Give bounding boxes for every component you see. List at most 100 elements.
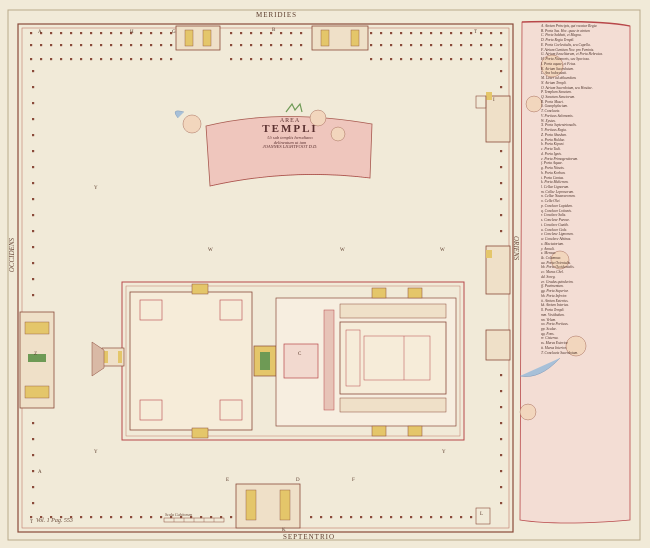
pillar xyxy=(450,516,453,519)
pillar xyxy=(200,516,203,519)
legend-item: b. Porta Kiponi. xyxy=(541,142,565,147)
pillar xyxy=(110,44,113,47)
pillar xyxy=(150,44,153,47)
legend-item: T. Conclavia. xyxy=(541,109,561,114)
pillar xyxy=(240,44,243,47)
pillar xyxy=(90,58,93,61)
legend-item: O. Atrium Sacerdotum, seu Hostiae. xyxy=(541,85,593,90)
pillar xyxy=(260,32,263,35)
pillar xyxy=(420,516,423,519)
legend-item: o. Cella Olei. xyxy=(541,199,561,204)
pillar xyxy=(50,44,53,47)
pillar xyxy=(480,58,483,61)
pillar xyxy=(130,516,133,519)
pillar xyxy=(190,516,193,519)
pillar xyxy=(400,58,403,61)
pillar xyxy=(430,516,433,519)
letter-g: G xyxy=(172,30,176,35)
cartouche-line-3: Ut sub templis herodiano xyxy=(267,134,313,140)
legend-item: oo. Porta Porticus. xyxy=(541,322,569,327)
letter-b: B xyxy=(272,28,276,33)
pillar xyxy=(500,70,503,73)
letter-w2: W xyxy=(340,248,345,253)
legend-item: L. Ara holocausti. xyxy=(541,71,567,76)
pillar xyxy=(230,58,233,61)
legend-item: R. Porta Musei. xyxy=(541,99,564,104)
legend-item: q. Conclave Lotionis. xyxy=(541,208,572,213)
legend-item: ee. Gradus quindecim. xyxy=(541,279,574,284)
pillar xyxy=(410,32,413,35)
pillar xyxy=(260,44,263,47)
pillar xyxy=(170,58,173,61)
legend-item: S. Gazophylacium. xyxy=(541,104,569,109)
west-steps xyxy=(91,341,105,377)
pillar xyxy=(32,182,35,185)
south-gate xyxy=(235,483,301,529)
pillar xyxy=(430,58,433,61)
pillar xyxy=(32,230,35,233)
pillar xyxy=(420,44,423,47)
pillar xyxy=(90,516,93,519)
pillar xyxy=(500,454,503,457)
title-cartouche xyxy=(174,102,373,187)
pillar xyxy=(500,32,503,35)
pillar xyxy=(300,58,303,61)
pillar xyxy=(290,44,293,47)
pillar xyxy=(470,58,473,61)
scale-label: Scala Cubitorum xyxy=(165,512,193,517)
pillar xyxy=(280,32,283,35)
pillar xyxy=(230,32,233,35)
legend-item: pp. Scalae. xyxy=(541,327,557,331)
legend-item: C. Porta Sabbati, et Magna. xyxy=(541,33,582,38)
pillar xyxy=(130,58,133,61)
cartouche-line-2: TEMPLI xyxy=(262,123,318,136)
pillar xyxy=(150,32,153,35)
pillar xyxy=(110,32,113,35)
letter-t2: T xyxy=(474,30,478,35)
pillar xyxy=(450,32,453,35)
pillar xyxy=(450,44,453,47)
pillar xyxy=(80,516,83,519)
pillar xyxy=(150,516,153,519)
scale-bar xyxy=(163,517,225,523)
pillar xyxy=(160,516,163,519)
pillar xyxy=(410,44,413,47)
pillar xyxy=(490,58,493,61)
pillar xyxy=(60,32,63,35)
pillar xyxy=(220,516,223,519)
pillar xyxy=(90,44,93,47)
letter-a1: A xyxy=(38,30,42,35)
pillar xyxy=(370,516,373,519)
pillar xyxy=(410,516,413,519)
pillar xyxy=(310,516,313,519)
pillar xyxy=(70,44,73,47)
cartouche-title: AREA TEMPLI Ut sub templis herodiano del… xyxy=(215,118,365,150)
pillar xyxy=(280,58,283,61)
letter-t1: T xyxy=(30,520,34,525)
pillar xyxy=(290,58,293,61)
pillar xyxy=(30,58,33,61)
legend-item: M. Laver ad abluendum. xyxy=(541,76,577,81)
legend-item: g. Porta Nitsots. xyxy=(541,166,565,171)
pillar xyxy=(100,58,103,61)
north-gate-left xyxy=(175,25,221,51)
letter-y1: Y xyxy=(94,186,98,191)
legend-item: I. Porta aquae, et Fetus. xyxy=(541,61,577,66)
letter-e: E xyxy=(226,478,230,483)
pillar xyxy=(330,516,333,519)
pillar xyxy=(500,44,503,47)
letter-l: L xyxy=(480,512,484,517)
pillar xyxy=(340,516,343,519)
pillar xyxy=(500,230,503,233)
pillar xyxy=(360,516,363,519)
legend-item: Z. Porta Shushan. xyxy=(541,132,567,137)
letter-y3: Y xyxy=(442,450,446,455)
west-gate xyxy=(19,311,55,409)
legend-item: a. Porta Huldae. xyxy=(541,137,566,142)
colonnade-pillars xyxy=(30,32,503,519)
label-occidens: OCCIDENS xyxy=(8,238,16,273)
pillar xyxy=(430,44,433,47)
pillar xyxy=(100,44,103,47)
